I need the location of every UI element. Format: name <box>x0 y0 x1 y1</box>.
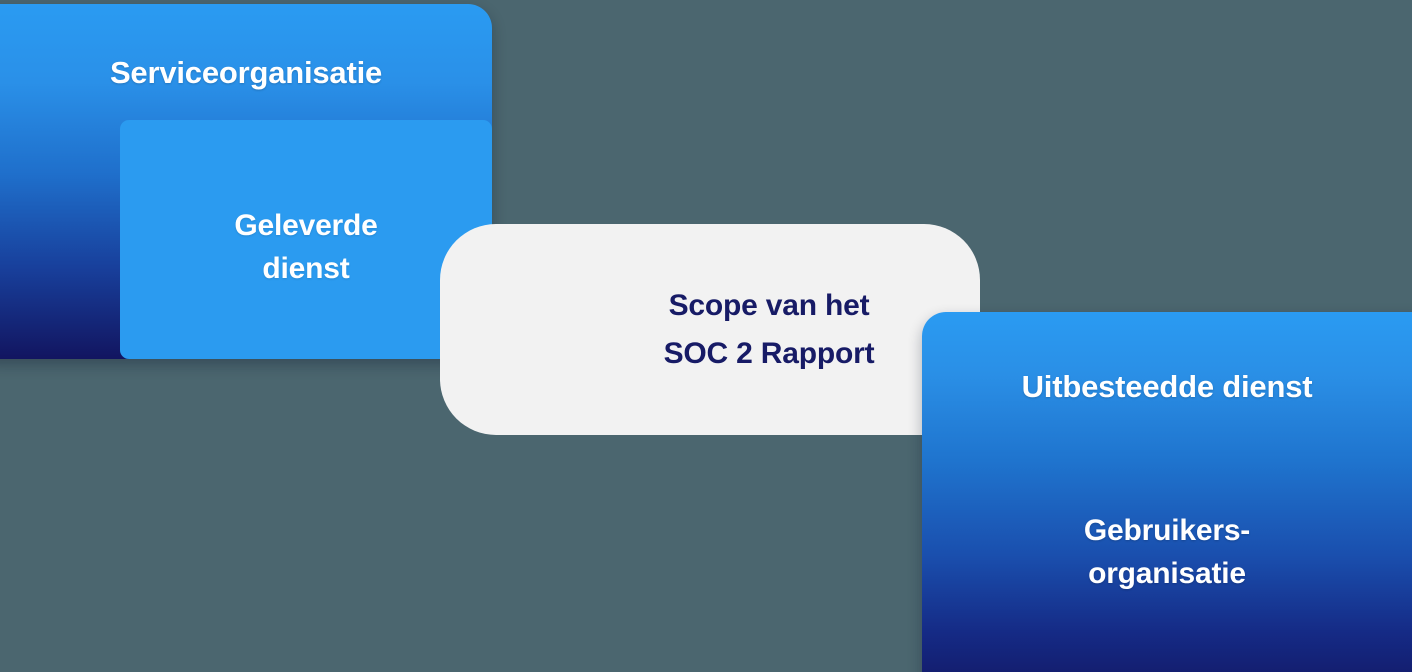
soc2-scope-label: Scope van het SOC 2 Rapport <box>663 288 875 370</box>
soc2-scope-panel: Scope van het SOC 2 Rapport <box>440 224 980 435</box>
user-organisation-label: Gebruikers- organisatie <box>1083 514 1251 590</box>
user-organisation-card: Uitbesteedde dienst Gebruikers- organisa… <box>922 312 1412 672</box>
service-organisation-title: Serviceorganisatie <box>109 55 383 90</box>
delivered-service-label: Geleverde dienst <box>234 208 378 285</box>
delivered-service-panel: Geleverde dienst <box>120 120 492 359</box>
outsourced-service-title: Uitbesteedde dienst <box>1021 369 1313 404</box>
